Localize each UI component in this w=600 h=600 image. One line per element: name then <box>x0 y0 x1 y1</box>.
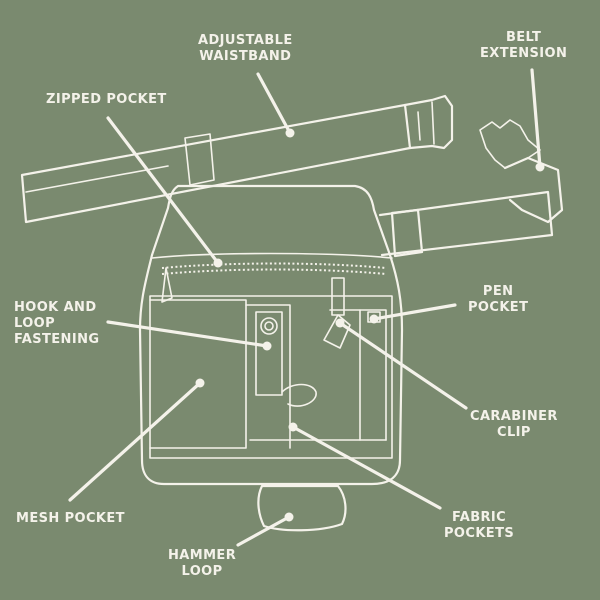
label-fabric-pockets: FABRIC POCKETS <box>444 510 515 541</box>
label-pen-pocket: PEN POCKET <box>468 284 529 315</box>
leader-lines <box>68 68 545 547</box>
buckle <box>403 94 454 150</box>
label-zipped-pocket: ZIPPED POCKET <box>46 92 167 107</box>
label-adjustable-waistband: ADJUSTABLE WAISTBAND <box>198 33 293 64</box>
label-belt-extension: BELT EXTENSION <box>480 30 568 61</box>
label-mesh-pocket: MESH POCKET <box>16 511 125 526</box>
waistband-strap <box>20 103 412 224</box>
right-strap <box>378 190 554 258</box>
hammer-loop <box>257 484 347 532</box>
belt-extension-piece <box>479 119 564 224</box>
label-hammer-loop: HAMMER LOOP <box>168 548 237 579</box>
label-carabiner-clip: CARABINER CLIP <box>470 409 558 440</box>
label-hook-and-loop-fastening: HOOK AND LOOP FASTENING <box>14 300 100 347</box>
pouch-body <box>138 184 404 486</box>
